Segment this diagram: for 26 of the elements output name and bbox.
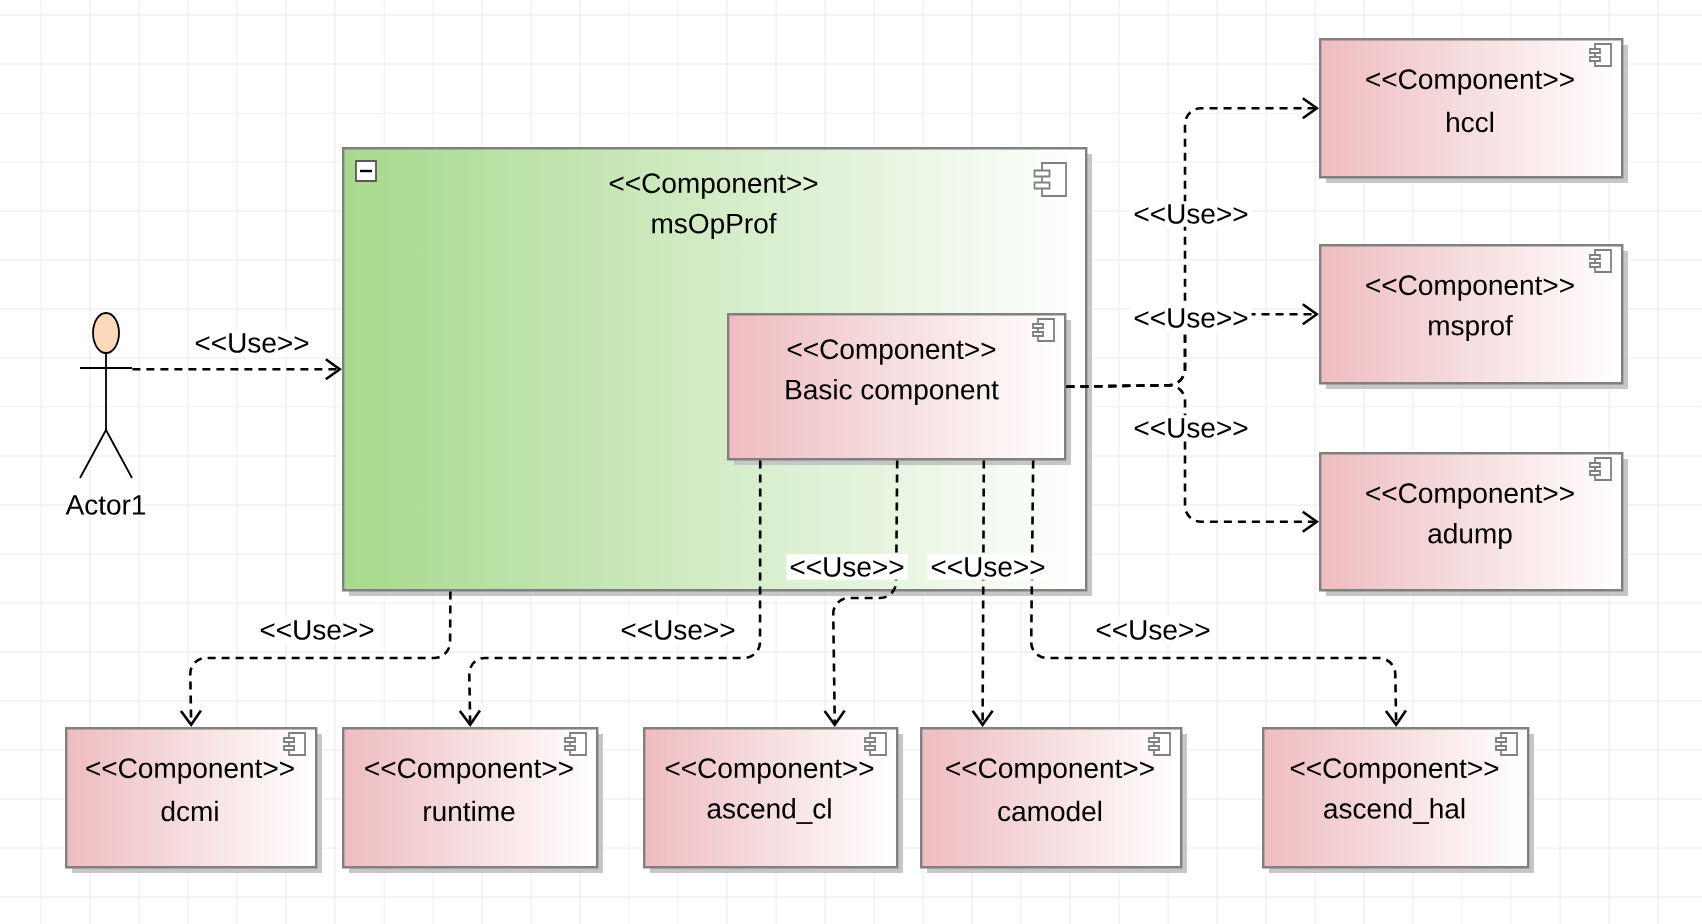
edge-label: <<Use>> xyxy=(1092,617,1214,643)
edge-label: <<Use>> xyxy=(1130,415,1252,441)
edge-label: <<Use>> xyxy=(786,554,908,580)
dependency-arrow xyxy=(1066,383,1319,533)
dependency-arrow xyxy=(132,358,342,381)
edge-label: <<Use>> xyxy=(617,617,739,643)
component-box: <<Component>> Basic component xyxy=(727,313,1071,465)
component-box: <<Component>> dcmi xyxy=(65,727,322,873)
edge-label: <<Use>> xyxy=(1130,305,1252,331)
edge-label: <<Use>> xyxy=(927,554,1049,580)
dependency-arrow xyxy=(823,460,899,727)
actor-name: Actor1 xyxy=(65,495,146,515)
component-box: <<Component>> ascend_cl xyxy=(643,727,903,873)
dependency-arrow xyxy=(179,591,452,727)
dependency-arrow xyxy=(458,460,762,727)
component-box: <<Component>> hccl xyxy=(1319,38,1628,183)
component-box: <<Component>> msprof xyxy=(1319,244,1628,389)
component-box: <<Component>> adump xyxy=(1319,452,1628,596)
dependency-arrow xyxy=(1029,460,1407,727)
edge-label: <<Use>> xyxy=(1130,201,1252,227)
edge-label: <<Use>> xyxy=(256,617,378,643)
component-box: <<Component>> camodel xyxy=(920,727,1187,873)
component-box: <<Component>> runtime xyxy=(342,727,603,873)
component-box: <<Component>> ascend_hal xyxy=(1262,727,1534,873)
edge-label: <<Use>> xyxy=(191,330,313,356)
dependency-arrow xyxy=(971,460,994,727)
